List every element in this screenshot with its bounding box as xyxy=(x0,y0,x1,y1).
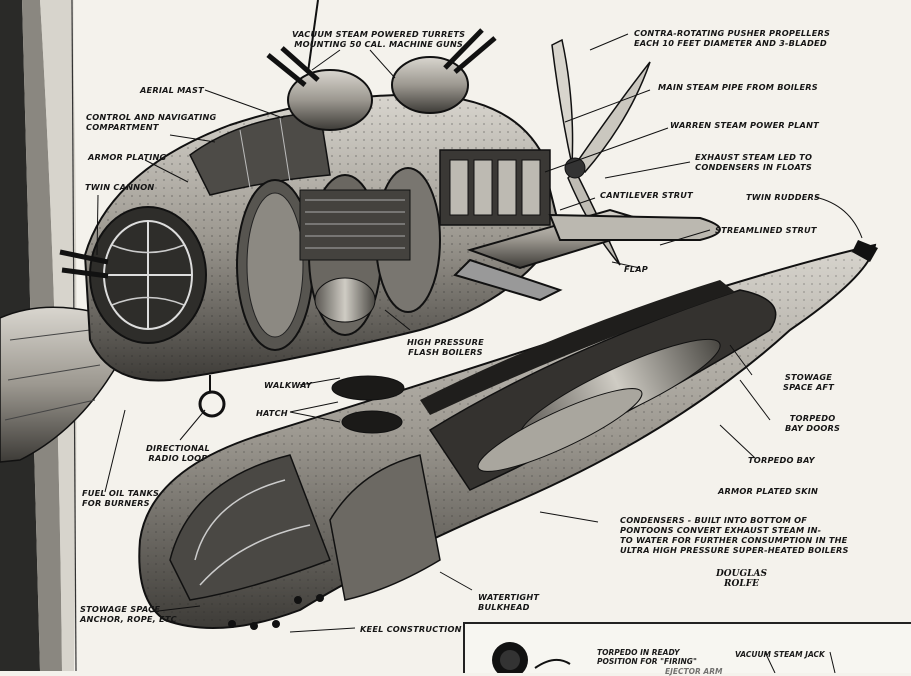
label-exhaust-steam: EXHAUST STEAM LED TO CONDENSERS IN FLOAT… xyxy=(695,152,813,172)
inset-label-torpedo-ready: TORPEDO IN READY POSITION FOR "FIRING" xyxy=(597,648,697,666)
radio-loop xyxy=(198,375,226,418)
inset-torpedo-detail: TORPEDO IN READY POSITION FOR "FIRING" V… xyxy=(463,622,911,676)
wing-stub xyxy=(0,306,121,463)
label-warren-plant: WARREN STEAM POWER PLANT xyxy=(670,120,819,130)
label-walkway: WALKWAY xyxy=(264,380,312,390)
label-keel-construction: KEEL CONSTRUCTION xyxy=(360,624,462,634)
label-stowage-space: STOWAGE SPACE ANCHOR, ROPE, ETC xyxy=(80,604,177,624)
label-streamlined-strut: STREAMLINED STRUT xyxy=(715,225,817,235)
label-flap: FLAP xyxy=(624,264,648,274)
label-twin-cannon: TWIN CANNON xyxy=(85,182,155,192)
label-fuel-oil-tanks: FUEL OIL TANKS FOR BURNERS xyxy=(82,488,160,508)
label-condensers: CONDENSERS - BUILT INTO BOTTOM OF PONTOO… xyxy=(620,515,849,555)
inset-label-ejector: EJECTOR ARM xyxy=(665,667,723,676)
inset-drawing xyxy=(492,642,836,673)
label-twin-rudders: TWIN RUDDERS xyxy=(746,192,821,202)
label-cantilever-strut: CANTILEVER STRUT xyxy=(600,190,693,200)
label-control-compartment: CONTROL AND NAVIGATING COMPARTMENT xyxy=(86,112,217,132)
label-torpedo-bay-doors: TORPEDO BAY DOORS xyxy=(785,413,841,433)
label-armor-plated-skin: ARMOR PLATED SKIN xyxy=(718,486,819,496)
turrets xyxy=(266,0,497,131)
fuselage xyxy=(59,93,562,382)
artist-signature: DOUGLAS ROLFE xyxy=(716,569,767,589)
label-hatch: HATCH xyxy=(256,408,288,418)
label-radio-loop: DIRECTIONAL RADIO LOOP xyxy=(146,443,210,463)
label-armor-plating: ARMOR PLATING xyxy=(88,152,167,162)
pontoon-float xyxy=(138,240,878,630)
struts xyxy=(453,208,721,302)
label-high-pressure-boilers: HIGH PRESSURE FLASH BOILERS xyxy=(407,337,484,357)
leader-lines xyxy=(96,33,863,633)
label-propellers: CONTRA-ROTATING PUSHER PROPELLERS EACH 1… xyxy=(634,28,831,48)
label-main-steam-pipe: MAIN STEAM PIPE FROM BOILERS xyxy=(658,82,818,92)
label-aerial-mast: AERIAL MAST xyxy=(140,85,204,95)
inset-label-vacuum-jack: VACUUM STEAM JACK xyxy=(735,650,825,659)
contra-propellers xyxy=(551,38,651,266)
label-watertight-bulkhead: WATERTIGHT BULKHEAD xyxy=(478,592,540,612)
label-torpedo-bay: TORPEDO BAY xyxy=(748,455,815,465)
label-turrets: VACUUM STEAM POWERED TURRETS MOUNTING 50… xyxy=(292,29,466,49)
label-stowage-aft: STOWAGE SPACE AFT xyxy=(783,372,834,392)
